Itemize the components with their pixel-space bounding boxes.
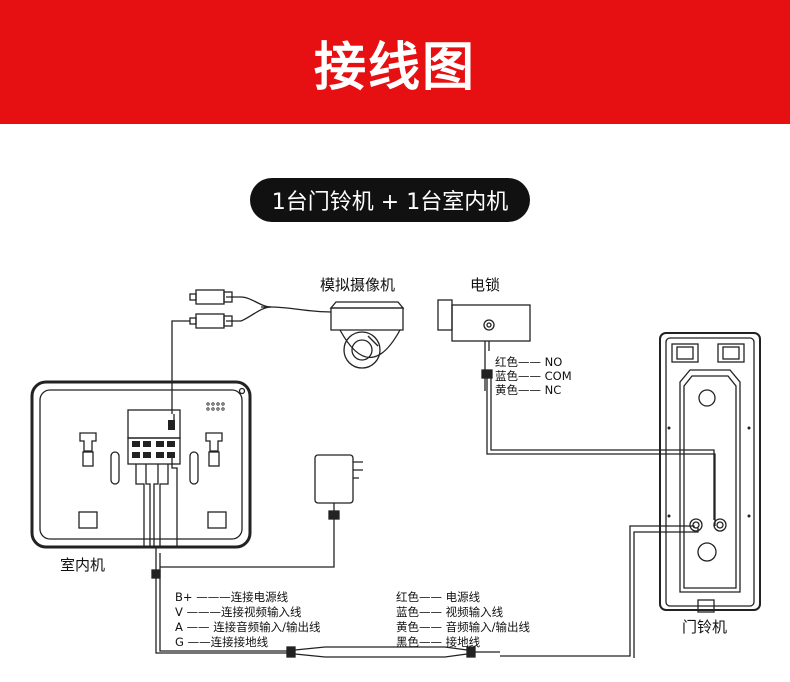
camera-label: 模拟摄像机	[320, 276, 396, 294]
lock-wire-nc: 黄色—— NC	[495, 383, 561, 397]
electric-lock	[437, 299, 716, 526]
indoor-wire-g: G ——连接接地线	[175, 635, 268, 649]
wire-desc: 接地线	[445, 635, 481, 649]
indoor-unit-label: 室内机	[60, 556, 106, 574]
wire-dash: ——	[518, 355, 541, 369]
wire-color: 蓝色	[495, 369, 518, 383]
wire-desc: 音频输入/输出线	[445, 620, 531, 634]
wire-dash: ——	[186, 620, 210, 634]
wire-dash: ——	[419, 620, 442, 634]
wire-dash: ——	[419, 605, 442, 619]
doorbell-wire-black: 黑色—— 接地线	[396, 635, 480, 649]
subtitle-pill: 1台门铃机 + 1台室内机	[250, 178, 530, 222]
wire-desc: 电源线	[445, 590, 481, 604]
indoor-monitor	[30, 380, 252, 549]
wire-dash: ———	[186, 605, 222, 619]
wire-desc: 连接接地线	[210, 635, 269, 649]
wire-dash: ———	[196, 590, 231, 604]
wire-dash: ——	[518, 369, 541, 383]
wire-dash: ——	[419, 635, 442, 649]
wire-pin: V	[175, 605, 183, 619]
lock-wire-no: 红色—— NO	[495, 355, 562, 369]
doorbell-wire-red: 红色—— 电源线	[396, 590, 480, 604]
wire-color: 黑色	[396, 635, 419, 649]
wire-color: 黄色	[396, 620, 419, 634]
wire-desc: 连接音频输入/输出线	[213, 620, 321, 634]
wire-dash: ——	[187, 635, 211, 649]
lock-wire-com: 蓝色—— COM	[495, 369, 572, 383]
wire-desc: 连接电源线	[230, 590, 289, 604]
power-adapter	[160, 454, 363, 568]
wire-pin: G	[175, 635, 184, 649]
wire-terminal: COM	[544, 369, 572, 383]
wire-pin: B+	[175, 590, 193, 604]
analog-camera	[171, 289, 405, 420]
indoor-wire-bplus: B+ ———连接电源线	[175, 590, 288, 604]
wire-color: 红色	[396, 590, 419, 604]
bus-cable	[151, 547, 500, 658]
indoor-wire-a: A —— 连接音频输入/输出线	[175, 620, 321, 634]
indoor-wire-v: V ———连接视频输入线	[175, 605, 302, 619]
wire-terminal: NC	[544, 383, 562, 397]
doorbell-wire-blue: 蓝色—— 视频输入线	[396, 605, 503, 619]
wire-color: 红色	[495, 355, 518, 369]
wire-dash: ——	[518, 383, 541, 397]
wire-color: 蓝色	[396, 605, 419, 619]
wire-color: 黄色	[495, 383, 518, 397]
doorbell-label: 门铃机	[682, 618, 728, 636]
wire-dash: ——	[419, 590, 442, 604]
wire-desc: 视频输入线	[445, 605, 504, 619]
wire-pin: A	[175, 620, 183, 634]
header-banner: 接线图	[0, 0, 790, 124]
page-title: 接线图	[313, 37, 476, 98]
wire-desc: 连接视频输入线	[221, 605, 302, 619]
lock-label: 电锁	[470, 276, 501, 294]
doorbell-wire-yellow: 黄色—— 音频输入/输出线	[396, 620, 530, 634]
wire-terminal: NO	[544, 355, 563, 369]
doorbell-unit	[500, 332, 761, 658]
